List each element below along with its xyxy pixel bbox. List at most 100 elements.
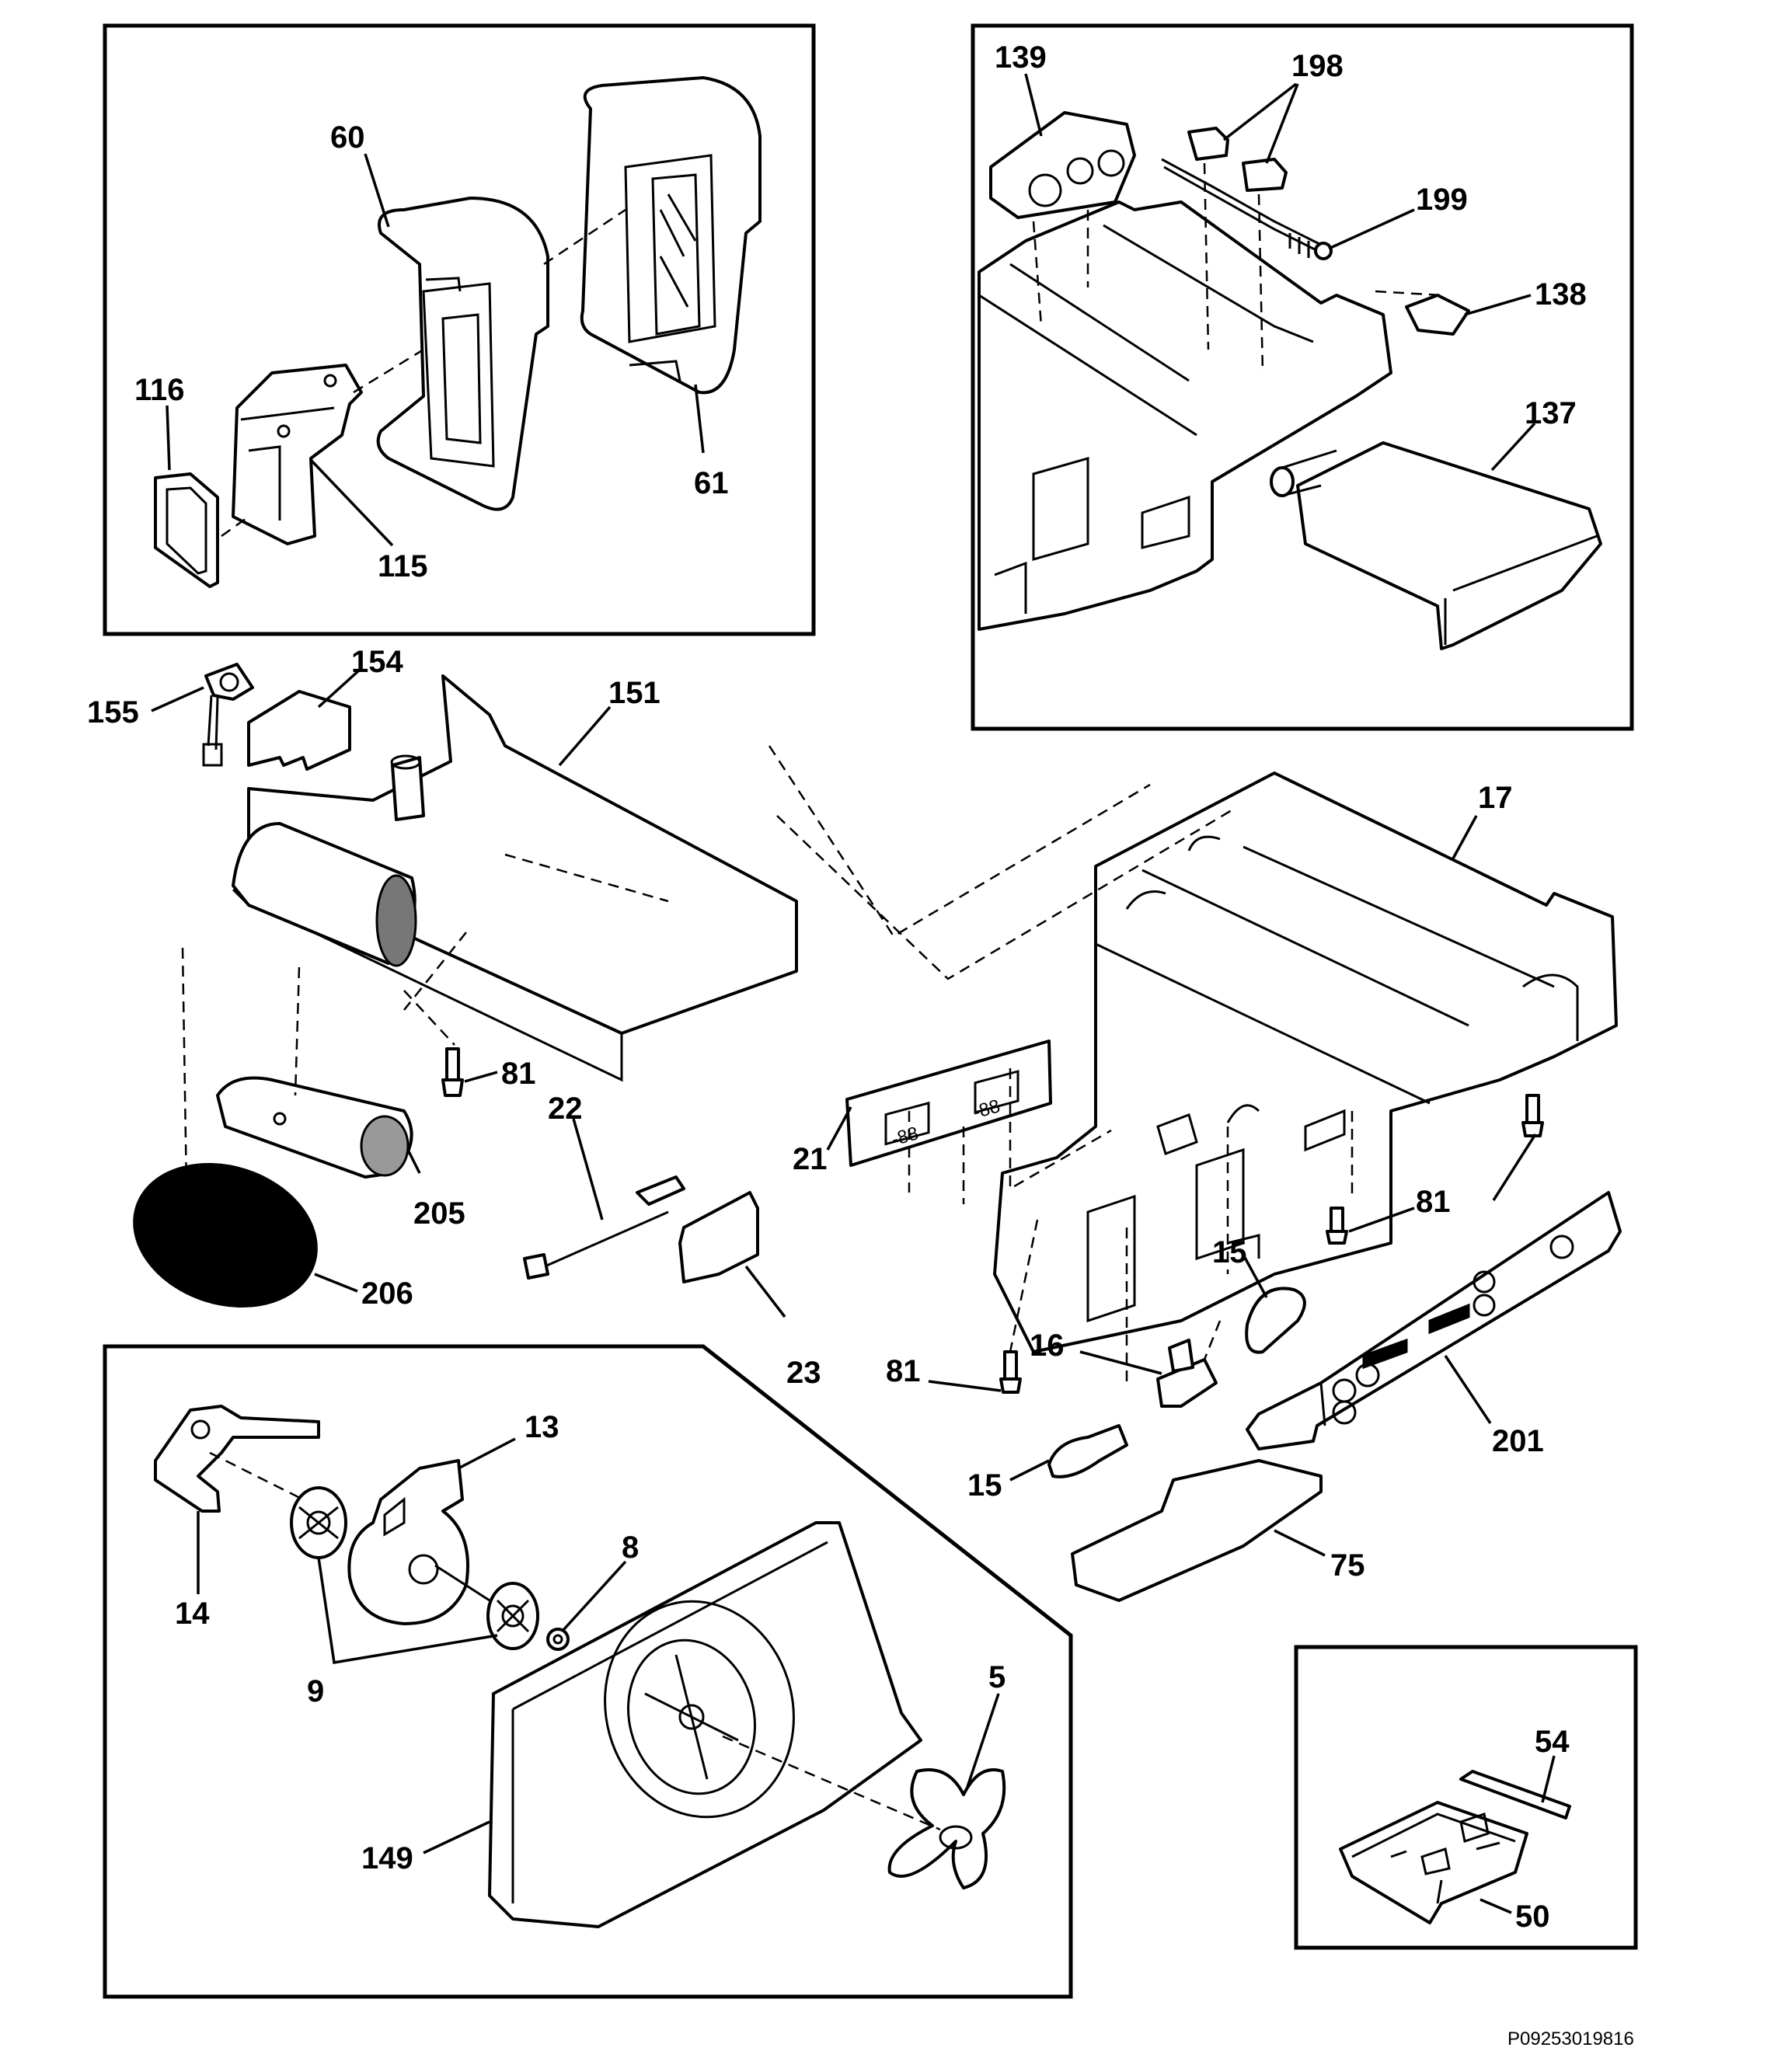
part-154 [247,690,351,771]
label-8: 8 [622,1530,639,1565]
part-50 [1339,1801,1528,1924]
label-155: 155 [87,695,139,730]
drum-cylinder [232,822,417,967]
part-116 [154,472,219,588]
inset-fan-assembly: 13 14 8 9 5 149 [103,1344,1073,1999]
label-138: 138 [1535,277,1587,312]
leader-81b-upper [1492,1134,1537,1201]
label-115: 115 [378,549,428,583]
leader-60 [364,153,390,228]
label-81-right: 81 [1416,1185,1451,1219]
part-23 [678,1191,759,1283]
label-81-left: 81 [501,1057,536,1091]
label-201: 201 [1492,1424,1544,1458]
leader-21 [826,1106,852,1151]
leader-61 [694,384,705,454]
label-60: 60 [330,120,365,155]
part-115 [232,364,363,545]
leader-50 [1480,1898,1512,1914]
label-198: 198 [1291,49,1344,83]
label-151: 151 [608,676,660,710]
label-61: 61 [694,466,729,500]
part-139 [989,111,1136,219]
label-15-upper: 15 [1212,1235,1247,1269]
label-149: 149 [361,1841,413,1875]
leader-81b-lower [1348,1207,1415,1233]
label-15-lower: 15 [967,1468,1002,1503]
leader-16 [1079,1350,1162,1375]
label-14: 14 [175,1597,210,1631]
screw-81-lower [999,1350,1022,1394]
part-16 [1156,1339,1218,1408]
bulb-15-lower [1047,1424,1128,1478]
label-16: 16 [1030,1329,1065,1363]
label-13: 13 [525,1410,559,1444]
label-54: 54 [1535,1725,1570,1759]
leader-149 [423,1820,490,1854]
screw-81-right-upper [1521,1094,1544,1137]
leader-15a [1242,1254,1268,1298]
part-17 [993,771,1618,1353]
leader-137 [1490,422,1536,472]
leader-8 [562,1560,627,1631]
part-22 [523,1175,685,1280]
leader-198 [1222,82,1299,164]
leader-17 [1452,815,1478,859]
label-206: 206 [361,1276,413,1311]
part-75 [1071,1459,1323,1602]
inset-frame-housing [971,23,1634,731]
leader-9 [317,1557,498,1665]
part-61 [580,76,762,395]
inset-frame-fan [103,1344,1073,1999]
leader-81c [928,1380,1002,1392]
leader-205 [406,1149,421,1174]
part-54 [1459,1770,1571,1820]
inset-housing-detail: 139 198 199 138 137 [971,23,1634,731]
part-60 [376,197,549,511]
leader-13 [458,1437,516,1470]
part-5 [887,1768,1006,1889]
leader-115 [309,458,394,547]
leader-75 [1274,1529,1326,1557]
label-154: 154 [351,645,403,679]
leader-5 [966,1693,1000,1788]
label-17: 17 [1478,781,1513,815]
label-21: 21 [793,1142,828,1176]
part-206 [133,1162,318,1308]
inset-frame-board [1294,1645,1638,1950]
label-9: 9 [307,1674,324,1708]
leader-155 [151,686,204,712]
leader-54 [1541,1755,1556,1803]
label-5: 5 [988,1660,1006,1694]
label-199: 199 [1416,183,1468,217]
label-139: 139 [995,40,1047,75]
part-13 [347,1459,490,1625]
figure-code: P09253019816 [1507,2028,1634,2049]
leader-116 [166,405,171,471]
screw-81-left [441,1047,464,1097]
label-81-lower: 81 [886,1354,921,1388]
leader-154 [317,668,361,709]
part-21: -88 -88 [845,1039,1052,1167]
main-exploded-view: -88 -88 [87,645,1622,1602]
leader-201 [1444,1355,1492,1424]
label-205: 205 [413,1196,465,1231]
leader-199 [1328,208,1415,250]
part-9-lower [486,1582,539,1650]
part-201 [1246,1191,1622,1450]
label-22: 22 [548,1092,583,1126]
leader-139 [1024,73,1043,137]
part-205 [216,1076,413,1179]
part-138 [1405,294,1470,336]
label-50: 50 [1515,1900,1550,1934]
leader-138 [1464,294,1532,316]
part-155 [202,663,254,767]
label-75: 75 [1330,1548,1365,1583]
leader-206 [314,1273,358,1293]
screw-81-right-mid [1326,1207,1348,1245]
leader-15b [1009,1459,1050,1482]
label-23: 23 [786,1356,821,1390]
leader-151 [558,705,612,767]
leader-81a [464,1071,498,1083]
part-137 [1270,441,1602,650]
